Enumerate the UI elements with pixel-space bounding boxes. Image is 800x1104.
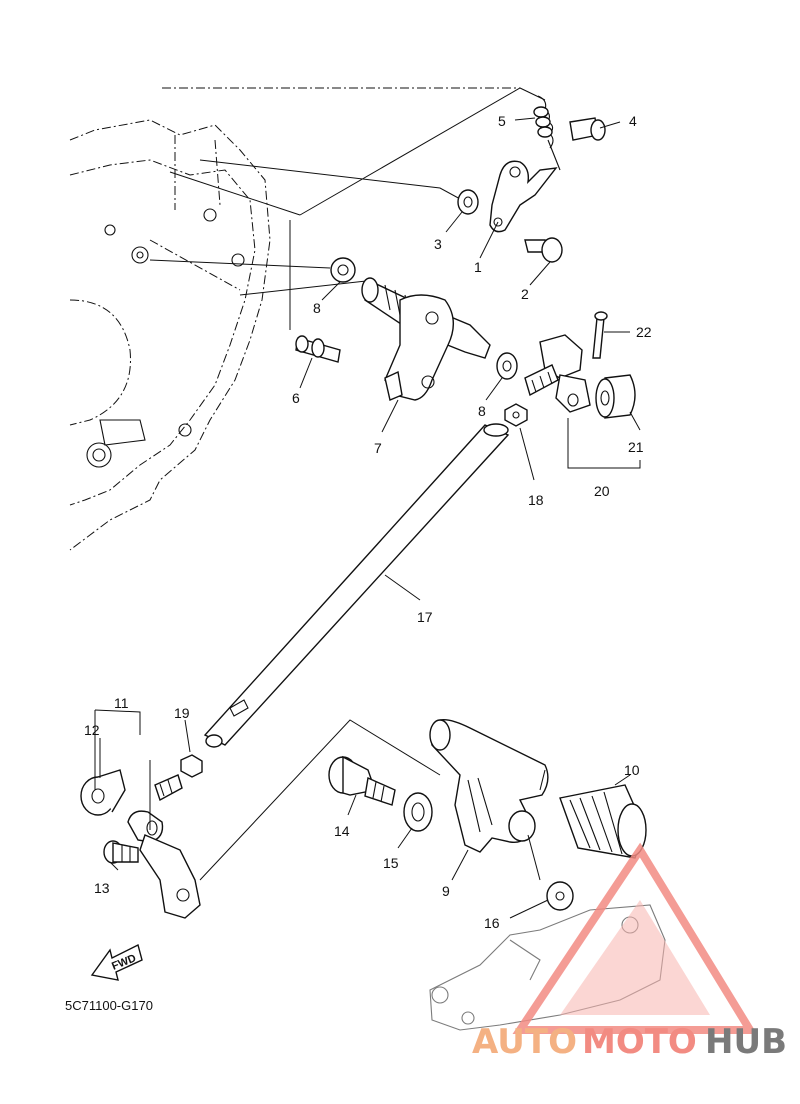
fwd-arrow-icon: FWD [90, 943, 143, 981]
callout-15: 15 [383, 855, 399, 871]
part-10-pedal-rubber [559, 784, 647, 859]
callout-7: 7 [374, 440, 382, 456]
part-22-bolt [592, 311, 608, 359]
callout-4: 4 [629, 113, 637, 129]
watermark-logo: AUTO MOTO HUB [472, 842, 787, 1062]
part-3-collar [457, 189, 479, 215]
watermark-text-moto: MOTO [582, 1022, 697, 1062]
part-20-rod-end-assembly [524, 334, 591, 413]
fwd-label: FWD [110, 952, 138, 973]
part-21-rod-end-nut [595, 374, 636, 419]
callout-12: 12 [84, 722, 100, 738]
part-5-spring [533, 95, 561, 171]
callout-1: 1 [474, 259, 482, 275]
callout-labels: 4 5 3 1 2 8 6 7 8 22 21 20 18 17 11 19 1… [84, 113, 652, 931]
part-4-bolt [569, 117, 606, 141]
callout-17: 17 [417, 609, 433, 625]
watermark-text-hub: HUB [705, 1022, 787, 1062]
shift-arm [139, 719, 441, 919]
part-13-bolt [103, 840, 139, 864]
callout-18: 18 [528, 492, 544, 508]
part-11-rod-end [127, 774, 183, 843]
callout-10: 10 [624, 762, 640, 778]
part-2-bolt [524, 237, 563, 263]
callout-leaders [94, 117, 641, 919]
part-12-rod-end [80, 769, 126, 816]
callout-8-lower: 8 [478, 403, 486, 419]
callout-21: 21 [628, 439, 644, 455]
callout-14: 14 [334, 823, 350, 839]
part-15-washer [403, 792, 433, 832]
callout-2: 2 [521, 286, 529, 302]
callout-3: 3 [434, 236, 442, 252]
part-8-washer-upper [330, 257, 356, 283]
callout-8-upper: 8 [313, 300, 321, 316]
callout-11: 11 [114, 695, 129, 711]
callout-5: 5 [498, 113, 506, 129]
callout-16: 16 [484, 915, 500, 931]
callout-6: 6 [292, 390, 300, 406]
callout-22: 22 [636, 324, 652, 340]
part-8-washer-lower [496, 352, 518, 380]
part-9-shift-pedal [429, 718, 549, 881]
crankcase-outline [69, 87, 520, 551]
part-7-shift-shaft [361, 277, 491, 401]
part-16-washer [546, 881, 574, 911]
callout-19: 19 [174, 705, 190, 721]
watermark-text-auto: AUTO [472, 1022, 577, 1062]
part-6-stud [295, 335, 341, 363]
callout-9: 9 [442, 883, 450, 899]
upper-leader-lines [149, 87, 546, 330]
part-14-pivot-bolt [328, 755, 396, 806]
callout-20: 20 [594, 483, 610, 499]
part-1-stopper-lever [489, 160, 558, 233]
part-17-shift-rod [203, 423, 510, 748]
diagram-code: 5C71100-G170 [65, 998, 153, 1013]
callout-13: 13 [94, 880, 110, 896]
part-18-nut [504, 403, 528, 427]
part-19-nut [180, 754, 203, 778]
